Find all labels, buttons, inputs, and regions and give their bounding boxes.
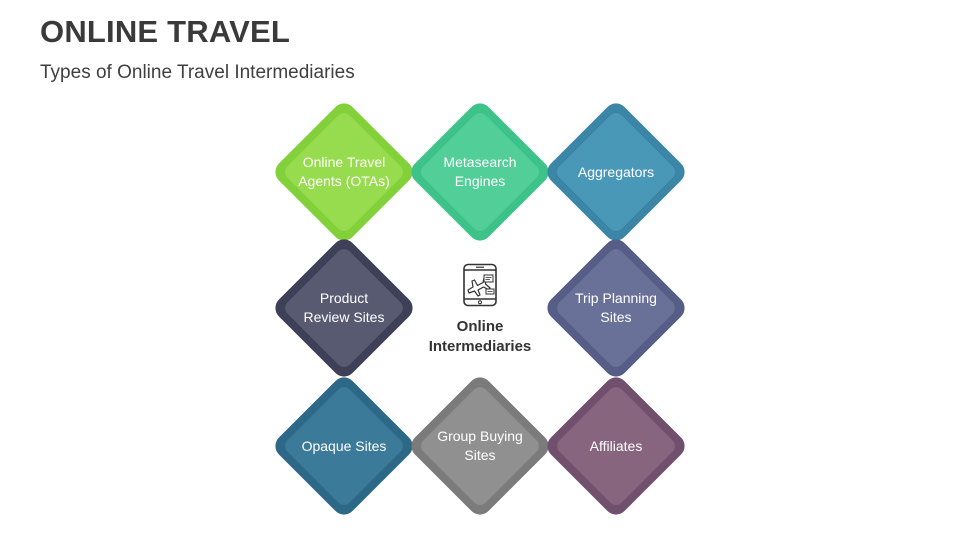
diamond-label: Aggregators bbox=[577, 163, 655, 180]
diamond-label: Affiliates bbox=[589, 437, 643, 454]
travel-booking-phone-icon bbox=[463, 263, 497, 307]
diamond-label: Opaque Sites bbox=[301, 437, 387, 454]
diamond-aggregators: Aggregators bbox=[540, 96, 692, 248]
page-title: ONLINE TRAVEL bbox=[40, 14, 291, 49]
page-subtitle: Types of Online Travel Intermediaries bbox=[40, 62, 355, 83]
diamond-affiliates: Affiliates bbox=[540, 370, 692, 522]
diamond-opaque-sites: Opaque Sites bbox=[268, 370, 420, 522]
